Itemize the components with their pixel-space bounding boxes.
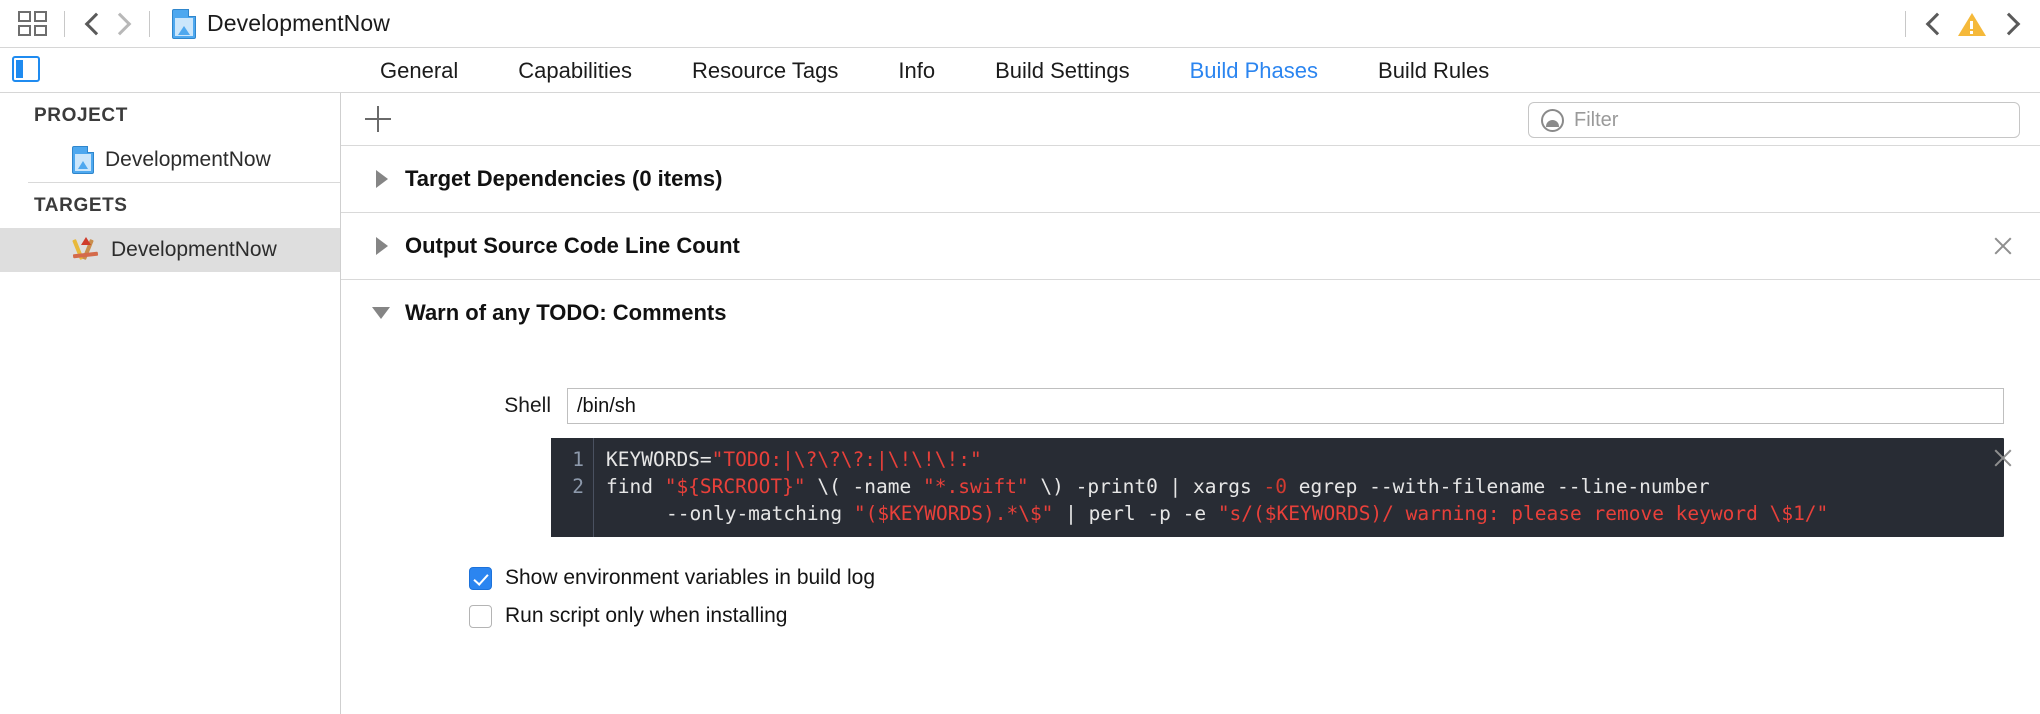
build-phase-header[interactable]: Output Source Code Line Count [341, 213, 2040, 279]
build-phase-title: Target Dependencies (0 items) [405, 166, 723, 191]
sidebar-group-project: PROJECT [34, 105, 128, 126]
shell-input-value: /bin/sh [577, 394, 636, 417]
build-phase-warn-of-any-todo-comments: Warn of any TODO: Comments Shell /bin/sh… [341, 280, 2040, 635]
back-chevron-icon[interactable] [81, 11, 107, 37]
editor-tab-bar: General Capabilities Resource Tags Info … [0, 48, 2040, 93]
script-editor-wrap: 1 2 KEYWORDS="TODO:|\?\?\?:|\!\!\!:" find… [341, 424, 2040, 537]
code-token-string: "*.swift" [923, 475, 1029, 498]
tab-general[interactable]: General [380, 57, 459, 83]
code-token: \) -print0 | xargs [1028, 475, 1264, 498]
shell-label: Shell [504, 394, 551, 417]
code-token-string: "${SRCROOT}" [664, 475, 806, 498]
sidebar-item-project-developmentnow[interactable]: DevelopmentNow [0, 138, 340, 182]
code-token: find [606, 475, 665, 498]
tab-info[interactable]: Info [898, 57, 936, 83]
project-navigator-sidebar: PROJECT DevelopmentNow TARGETS Developme… [0, 93, 341, 714]
shell-row: Shell /bin/sh [341, 388, 2040, 424]
build-phase-header[interactable]: Target Dependencies (0 items) [341, 146, 2040, 212]
tab-build-settings[interactable]: Build Settings [995, 57, 1130, 83]
issue-next-chevron-icon[interactable] [1996, 11, 2022, 37]
code-token: KEYWORDS= [606, 448, 712, 471]
script-editor[interactable]: 1 2 KEYWORDS="TODO:|\?\?\?:|\!\!\!:" find… [551, 438, 2004, 537]
toolbar-divider [64, 10, 65, 37]
filter-icon [1541, 108, 1564, 132]
checkbox-label: Show environment variables in build log [505, 566, 876, 589]
checkbox-checked-icon[interactable] [469, 566, 492, 590]
xcode-project-document-icon [72, 146, 94, 174]
filter-input[interactable]: Filter [1528, 102, 2020, 138]
code-token: egrep --with-filename --line-number [1286, 475, 1710, 498]
issue-previous-chevron-icon[interactable] [1922, 11, 1948, 37]
disclosure-triangle-icon[interactable] [372, 304, 391, 322]
script-options: Show environment variables in build log … [341, 537, 2040, 635]
warning-triangle-icon[interactable] [1958, 11, 1986, 37]
sidebar-group-targets: TARGETS [34, 195, 128, 216]
run-script-phase-body: Shell /bin/sh 1 2 KEYWORDS="TODO:|\?\?\?… [341, 346, 2040, 635]
checkbox-unchecked-icon[interactable] [469, 604, 492, 628]
line-number: 1 [572, 448, 584, 471]
build-phase-title: Output Source Code Line Count [405, 233, 740, 258]
sidebar-item-label: DevelopmentNow [111, 238, 277, 261]
build-phase-title: Warn of any TODO: Comments [405, 300, 727, 325]
grid-view-icon[interactable] [18, 10, 48, 37]
tab-resource-tags[interactable]: Resource Tags [692, 57, 839, 83]
toolbar-right-group [1889, 10, 2040, 37]
disclosure-triangle-icon[interactable] [373, 170, 391, 188]
toolbar-divider-3 [1905, 10, 1906, 37]
tab-capabilities[interactable]: Capabilities [518, 57, 633, 83]
line-number: 2 [572, 475, 584, 498]
toolbar: DevelopmentNow [0, 0, 2040, 48]
checkbox-label: Run script only when installing [505, 604, 788, 627]
xcode-target-icon [72, 237, 100, 263]
code-token-string: "($KEYWORDS).*\$" [853, 502, 1054, 525]
sidebar-divider [28, 182, 340, 183]
breadcrumb-project-title[interactable]: DevelopmentNow [207, 10, 390, 36]
xcode-project-document-icon [172, 8, 196, 39]
code-token-string: "TODO:|\?\?\?:|\!\!\!:" [711, 448, 982, 471]
build-phase-header[interactable]: Warn of any TODO: Comments [341, 280, 2040, 346]
line-number-gutter: 1 2 [551, 438, 593, 537]
disclosure-triangle-icon[interactable] [373, 237, 391, 255]
remove-phase-close-icon[interactable] [1992, 235, 2014, 257]
tab-build-phases[interactable]: Build Phases [1189, 57, 1319, 83]
code-continuation-line: --only-matching "($KEYWORDS).*\$" | perl… [606, 500, 1994, 527]
toolbar-left-group: DevelopmentNow [0, 0, 390, 48]
tab-list: General Capabilities Resource Tags Info … [380, 48, 1489, 93]
checkbox-row-show-env-vars[interactable]: Show environment variables in build log [469, 559, 2040, 597]
code-token: \( -name [805, 475, 923, 498]
forward-chevron-icon[interactable] [107, 11, 133, 37]
checkbox-row-run-when-installing[interactable]: Run script only when installing [469, 597, 2040, 635]
remove-phase-close-icon[interactable] [1992, 447, 2014, 469]
toolbar-divider-2 [149, 10, 150, 37]
build-phase-output-source-code-line-count: Output Source Code Line Count [341, 213, 2040, 280]
build-phase-target-dependencies: Target Dependencies (0 items) [341, 146, 2040, 213]
navigator-panel-toggle-icon[interactable] [12, 56, 40, 82]
sidebar-item-target-developmentnow[interactable]: DevelopmentNow [0, 228, 340, 272]
code-token-number: -0 [1263, 475, 1287, 498]
code-token: --only-matching [666, 502, 854, 525]
build-phases-toolbar: Filter [341, 93, 2040, 146]
build-phases-editor: Filter Target Dependencies (0 items) Out… [341, 93, 2040, 714]
code-token-string: "s/($KEYWORDS)/ warning: please remove k… [1217, 502, 1829, 525]
tab-build-rules[interactable]: Build Rules [1378, 57, 1490, 83]
script-code-text[interactable]: KEYWORDS="TODO:|\?\?\?:|\!\!\!:" find "${… [593, 438, 2004, 537]
shell-input[interactable]: /bin/sh [567, 388, 2004, 424]
filter-placeholder: Filter [1574, 108, 1619, 131]
sidebar-item-label: DevelopmentNow [105, 148, 271, 171]
plus-icon[interactable] [365, 106, 391, 132]
code-token: | perl -p -e [1053, 502, 1218, 525]
